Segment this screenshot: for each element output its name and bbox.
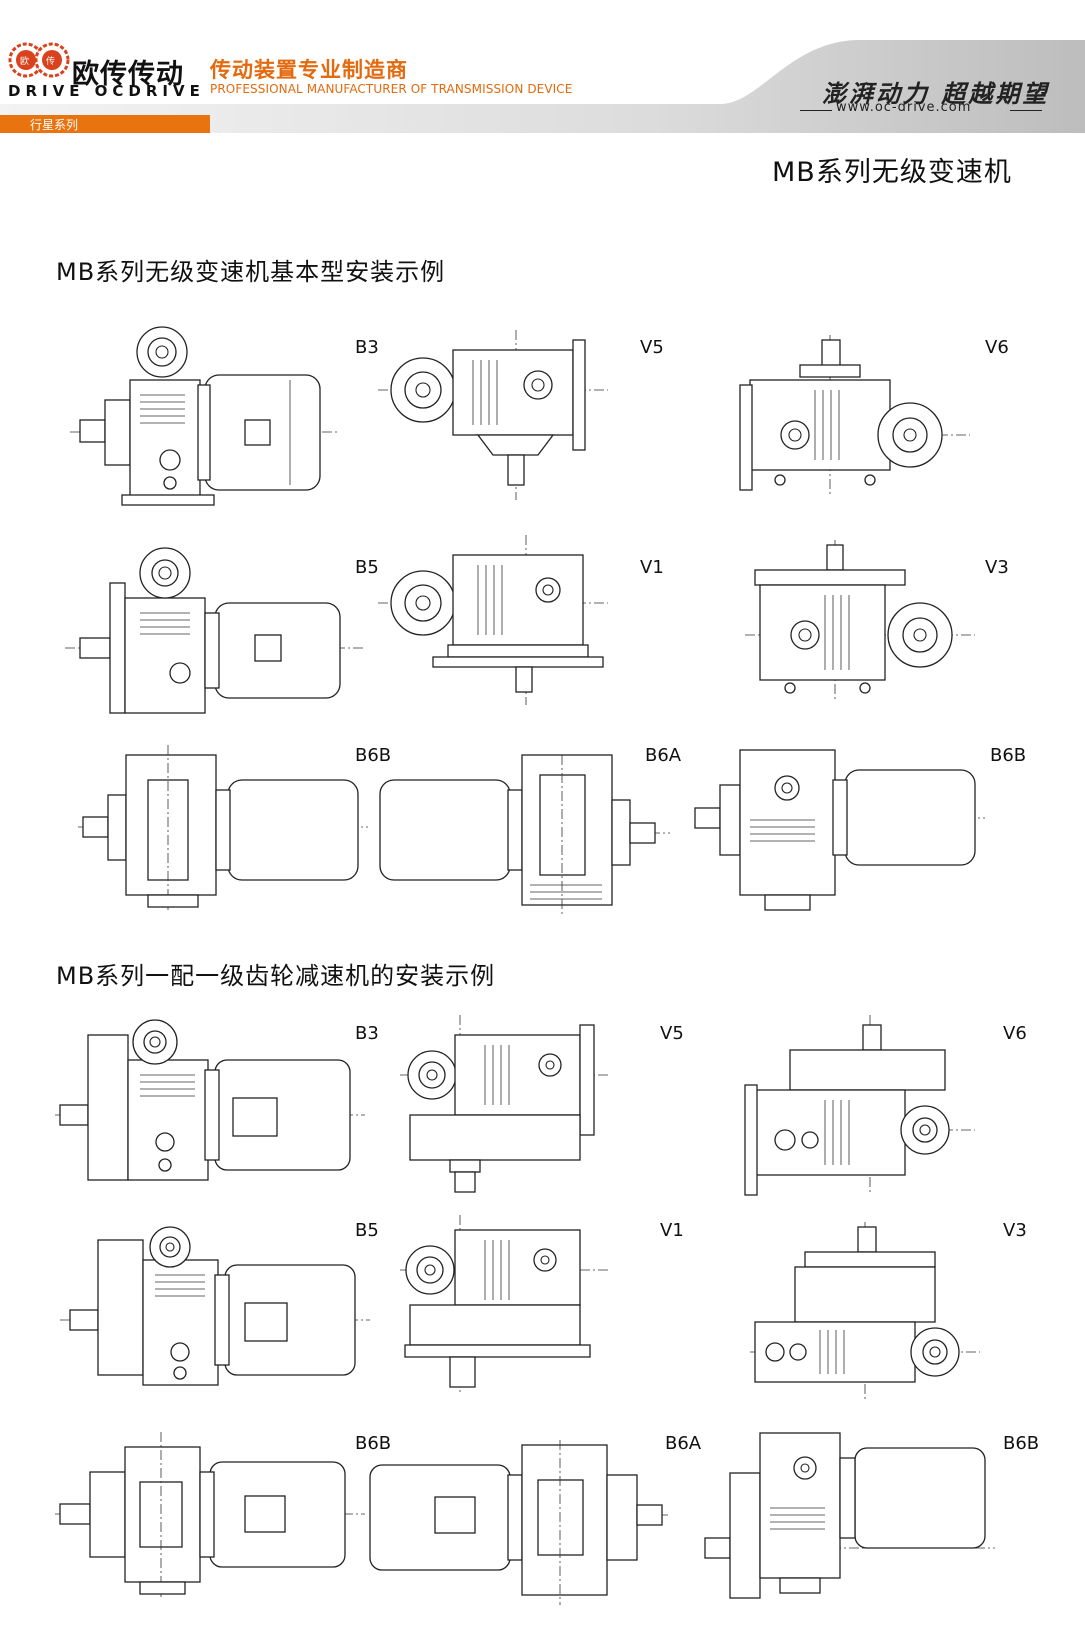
mount-label-b3-gear: B3 [355,1023,379,1044]
mount-label-b6b-1: B6B [355,745,392,766]
drawing-b6b-basic-right [694,749,985,915]
series-tab-label: 行星系列 [30,118,79,132]
mount-label-b6a-gear: B6A [665,1433,702,1454]
section-title-gear-reducer: MB系列一配一级齿轮减速机的安装示例 [56,962,496,990]
mount-label-v1-gear: V1 [660,1220,684,1241]
mount-label-v5: V5 [640,337,664,358]
mount-label-b3: B3 [355,337,379,358]
mount-label-v6: V6 [985,337,1009,358]
drawing-b6a-basic [379,754,670,915]
drawing-b3-basic [70,320,340,510]
drawing-b6a-gear [369,1440,670,1605]
svg-text:传: 传 [46,55,55,67]
drawing-b6b-basic-left [78,745,368,910]
drawing-b6b-gear-right [704,1428,995,1603]
tagline-cn: 传动装置专业制造商 [210,58,408,82]
drawing-v6-basic [739,335,970,495]
drawing-v6-gear [744,1015,975,1196]
tagline-en: PROFESSIONAL MANUFACTURER OF TRANSMISSIO… [210,82,573,96]
series-tab [0,115,210,133]
website-link[interactable]: www.oc-drive.com [836,100,972,115]
mount-label-b6b-gear-1: B6B [355,1433,392,1454]
drawing-b5-gear [60,1225,370,1390]
company-logo-icon: 欧 传 [6,40,74,92]
mount-label-b5-gear: B5 [355,1220,379,1241]
mount-label-v3: V3 [985,557,1009,578]
mount-label-b6b-2: B6B [990,745,1027,766]
website-rule-left [800,110,832,111]
mount-label-v3-gear: V3 [1003,1220,1027,1241]
mount-label-v1: V1 [640,557,664,578]
page-title: MB系列无级变速机 [772,157,1012,188]
mount-label-v6-gear: V6 [1003,1023,1027,1044]
drawing-v1-basic [378,535,608,705]
header-swoosh [0,40,1085,133]
drawing-b5-basic [65,547,365,718]
drawing-v1-gear [400,1215,610,1395]
drawing-v3-gear [750,1222,980,1402]
website-rule-right [1010,110,1042,111]
page-header: 欧 传 欧传传动 DRIVE OCDRIVE 传动装置专业制造商 PROFESS… [0,0,1085,135]
mount-label-b5: B5 [355,557,379,578]
svg-text:欧: 欧 [20,55,29,67]
section-title-basic: MB系列无级变速机基本型安装示例 [56,258,446,286]
drawing-b6b-gear-left [55,1432,365,1597]
mount-label-b6b-gear-2: B6B [1003,1433,1040,1454]
drawing-v3-basic [745,540,975,700]
mount-label-b6a: B6A [645,745,682,766]
mount-label-v5-gear: V5 [660,1023,684,1044]
brand-name-en: DRIVE OCDRIVE [8,82,205,100]
drawing-v5-gear [400,1015,610,1195]
drawing-v5-basic [378,330,608,500]
drawing-b3-gear [55,1019,365,1185]
brand-name-cn: 欧传传动 [72,59,184,90]
slogan-cn: 澎湃动力 超越期望 [822,79,1050,108]
